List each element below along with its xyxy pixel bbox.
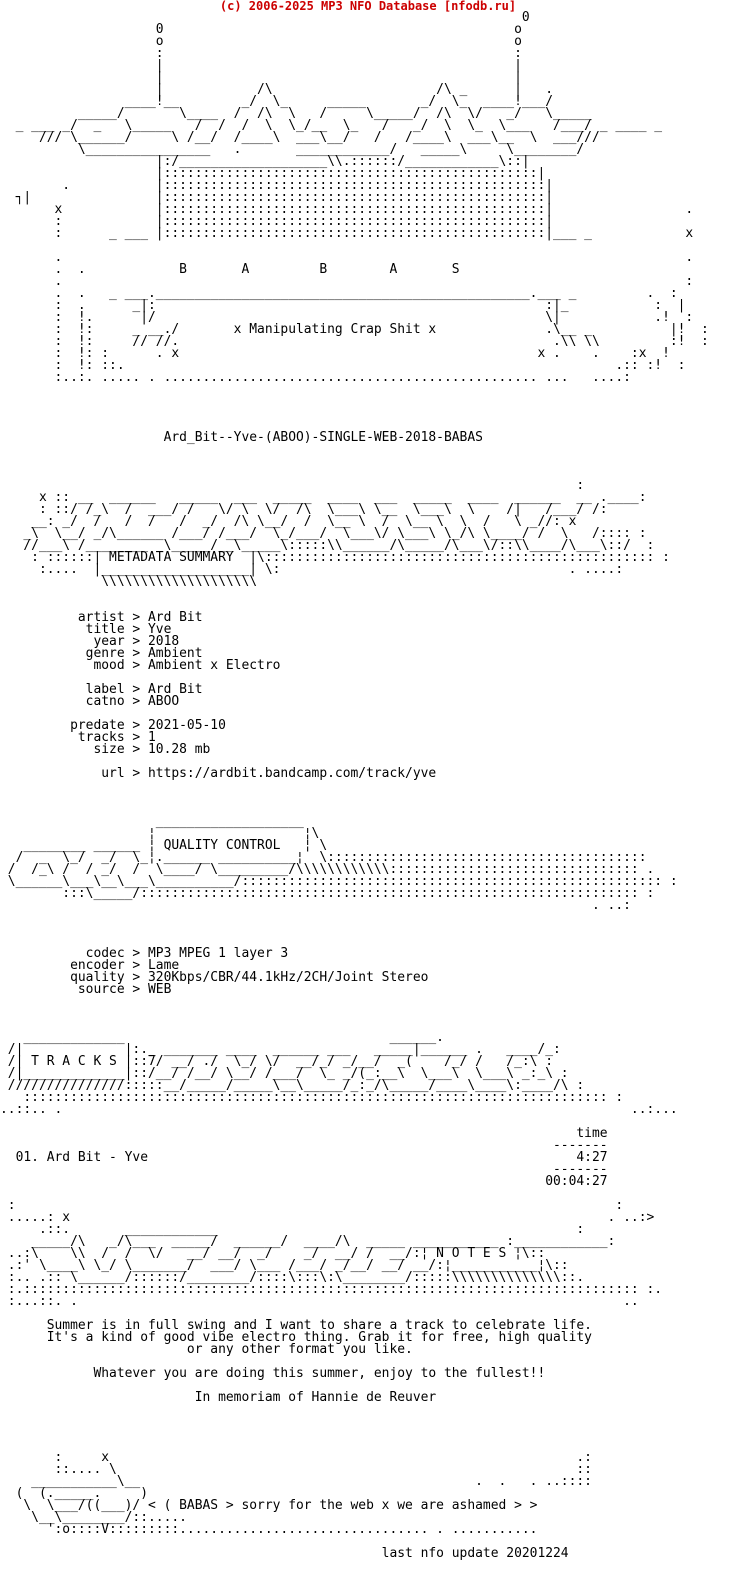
nfo-line: :.::::::::::::::::::::::::::::::::::::::… xyxy=(0,1282,663,1297)
nfo-line: _\ \__/ _/\______ /___/ /___/ \_/___/ \_… xyxy=(0,526,647,541)
nfo-line: /| |:._ _______ ____ ______ ___ _____|__… xyxy=(0,1042,561,1057)
nfo-line: . : xyxy=(0,274,694,289)
nfo-line: ':o::::V:::::::::.......................… xyxy=(0,1522,538,1537)
nfo-line: size > 10.28 mb xyxy=(0,742,211,757)
nfo-line: label > Ard Bit xyxy=(0,682,203,697)
nfo-line: last nfo update 20201224 xyxy=(0,1546,569,1561)
nfo-line: ..:\ \\ / / \/ __/ __/ _/ _/ __/ / __/:¦… xyxy=(0,1246,546,1261)
nfo-line: In memoriam of Hannie de Reuver xyxy=(0,1390,437,1405)
nfo-line: \______\___\__\___\__________/::::::::::… xyxy=(0,874,678,889)
nfo-line: :...::. . .. xyxy=(0,1294,639,1309)
nfo-line: \\\\\\\\\\\\\\\\\\\\ xyxy=(0,574,258,589)
nfo-line: \________________ . ____________/ _____\… xyxy=(0,142,585,157)
nfo-line: : !. |/ \| .! : xyxy=(0,310,694,325)
nfo-line: .....: x . ..:> xyxy=(0,1210,655,1225)
nfo-line: : ::::::| METADATA SUMMARY |\:::::::::::… xyxy=(0,550,670,565)
nfo-line: /|_____________|::/__/ /__/ \__/ /___/ \… xyxy=(0,1066,569,1081)
nfo-line: Summer is in full swing and I want to sh… xyxy=(0,1318,592,1333)
nfo-line: ___________\__ . . . ..:::: xyxy=(0,1474,592,1489)
nfo-ascii-art-text: 0 0 o o o : xyxy=(0,10,709,1561)
nfo-line: ( (._____. ) xyxy=(0,1486,148,1501)
nfo-line: :..:. ..... . ..........................… xyxy=(0,370,631,385)
nfo-line: . ..: xyxy=(0,898,631,913)
nfo-line: codec > MP3 MPEG 1 layer 3 xyxy=(0,946,289,961)
nfo-line: : : xyxy=(0,46,522,61)
nfo-line: Ard_Bit--Yve-(ABOO)-SINGLE-WEB-2018-BABA… xyxy=(0,430,483,445)
nfo-line: Whatever you are doing this summer, enjo… xyxy=(0,1366,546,1381)
nfo-line: \ \___/((___)/ < ( BABAS > sorry for the… xyxy=(0,1498,538,1513)
nfo-line: :.. .:: \______/::::::/________/::::\:::… xyxy=(0,1270,585,1285)
nfo-line: |:::::::::::::::::::::::::::::::::::::::… xyxy=(0,166,546,181)
nfo-line: : ::/ /_\ / ___/ / \/ \ \/ /\ \___\ \__ … xyxy=(0,502,608,517)
nfo-line: 0 o xyxy=(0,22,522,37)
nfo-line: time xyxy=(0,1126,608,1141)
nfo-line: : _ ___ |:::::::::::::::::::::::::::::::… xyxy=(0,226,694,241)
nfo-line: \__\________/::..... xyxy=(0,1510,187,1525)
nfo-line: artist > Ard Bit xyxy=(0,610,203,625)
nfo-line: _____________ ______. xyxy=(0,1030,444,1045)
nfo-line: _____/\ _/\___ _____/ ______/ ____/\ ___… xyxy=(0,1234,616,1249)
nfo-line: mood > Ambient x Electro xyxy=(0,658,281,673)
nfo-line: :.... |___________________| \: . ....: xyxy=(0,562,624,577)
nfo-line: ------- xyxy=(0,1162,608,1177)
nfo-line: . |:::::::::::::::::::::::::::::::::::::… xyxy=(0,178,554,193)
nfo-line: |:/___________________\\.::::::/________… xyxy=(0,154,530,169)
nfo-line: : !: : . x x . . :x ! xyxy=(0,346,670,361)
nfo-line: catno > ABOO xyxy=(0,694,180,709)
nfo-line: _ ___ _/ _ \_____ / / / \ \_/__ \_ / _/ … xyxy=(0,118,663,133)
nfo-line: /| T R A C K S |::7/ __/ ./ \_/ \/ __/_/… xyxy=(0,1054,554,1069)
nfo-line: _____/ \____ / /\ \ / \_____/ /\ \/ _/ \… xyxy=(0,106,592,121)
nfo-line: tracks > 1 xyxy=(0,730,156,745)
nfo-line: ------- xyxy=(0,1138,608,1153)
nfo-line: : !: _ __./ x Manipulating Crap Shit x .… xyxy=(0,322,709,337)
nfo-line: o o xyxy=(0,34,522,49)
nfo-line: 01. Ard Bit - Yve 4:27 xyxy=(0,1150,608,1165)
nfo-line: ..::.. . ..:... xyxy=(0,1102,678,1117)
nfo-line: : !: ::. .:: :! : xyxy=(0,358,686,373)
nfo-line: :::\_____/::::::::::::::::::::::::::::::… xyxy=(0,886,655,901)
nfo-line: encoder > Lame xyxy=(0,958,180,973)
nfo-line: ///////////////:::::__/_____/_____\__\__… xyxy=(0,1078,585,1093)
nfo-line: 0 xyxy=(0,10,530,25)
nfo-line: .::. ____________ : xyxy=(0,1222,585,1237)
site-header: (c) 2006-2025 MP3 NFO Database [nfodb.ru… xyxy=(219,0,517,13)
nfo-line: ::::::::::::::::::::::::::::::::::::::::… xyxy=(0,1090,624,1105)
nfo-line: | /\ /\ _ | . xyxy=(0,82,554,97)
nfo-line: predate > 2021-05-10 xyxy=(0,718,226,733)
nfo-line: / /_\ / / _/ / \____/ \_________/\\\\\\\… xyxy=(0,862,655,877)
nfo-line: : : xyxy=(0,1198,624,1213)
nfo-line: year > 2018 xyxy=(0,634,180,649)
nfo-line: ¦ ¦\ xyxy=(0,826,320,841)
nfo-line: . . _ ___.______________________________… xyxy=(0,286,678,301)
nfo-line: quality > 320Kbps/CBR/44.1kHz/2CH/Joint … xyxy=(0,970,429,985)
nfo-line: : x .: xyxy=(0,1450,592,1465)
nfo-line: /// \______/ \ /__/ /____\ ___\__/ / /__… xyxy=(0,130,608,145)
nfo-line: or any other format you like. xyxy=(0,1342,413,1357)
nfo-line: : !: // //. .\\ \\ :! : xyxy=(0,334,709,349)
nfo-line: ::.... \ :: xyxy=(0,1462,592,1477)
nfo-line: title > Yve xyxy=(0,622,172,637)
nfo-line: / _ \_/ _/ \_¦.______ __________¦ \:::::… xyxy=(0,850,655,865)
nfo-line: : xyxy=(0,478,585,493)
nfo-line: . . B A B A S xyxy=(0,262,460,277)
nfo-line: | | xyxy=(0,58,522,73)
nfo-line: 00:04:27 xyxy=(0,1174,608,1189)
nfo-line: x :: __ ______ _____ ___ _____ ____ ___ … xyxy=(0,490,647,505)
nfo-line: ┐| |::::::::::::::::::::::::::::::::::::… xyxy=(0,190,554,205)
nfo-line: : |:::::::::::::::::::::::::::::::::::::… xyxy=(0,214,554,229)
nfo-line: .:' \____\ \_/ \_______/ ___/ \___ /___/… xyxy=(0,1258,569,1273)
nfo-line: ________ ______ ¦ QUALITY CONTROL ¦ \ xyxy=(0,838,328,853)
nfo-line: source > WEB xyxy=(0,982,172,997)
nfo-line: genre > Ambient xyxy=(0,646,203,661)
nfo-line: url > https://ardbit.bandcamp.com/track/… xyxy=(0,766,437,781)
nfo-line: . . xyxy=(0,250,694,265)
nfo-line: ____!__ _/ \_ _____ _/ \_ ____!___/ xyxy=(0,94,554,109)
nfo-line: x |:::::::::::::::::::::::::::::::::::::… xyxy=(0,202,694,217)
nfo-line: | | xyxy=(0,70,522,85)
nfo-line: ___________________ xyxy=(0,814,304,829)
nfo-line: //___\ /________ \_____/__\_____\:::::\\… xyxy=(0,538,655,553)
nfo-line: __: _/ / / / / _/ /\ \__/ / \__ \ / \__ … xyxy=(0,514,577,529)
nfo-line: It's a kind of good vibe electro thing. … xyxy=(0,1330,592,1345)
nfo-line: : . _|: :|_ : | xyxy=(0,298,686,313)
